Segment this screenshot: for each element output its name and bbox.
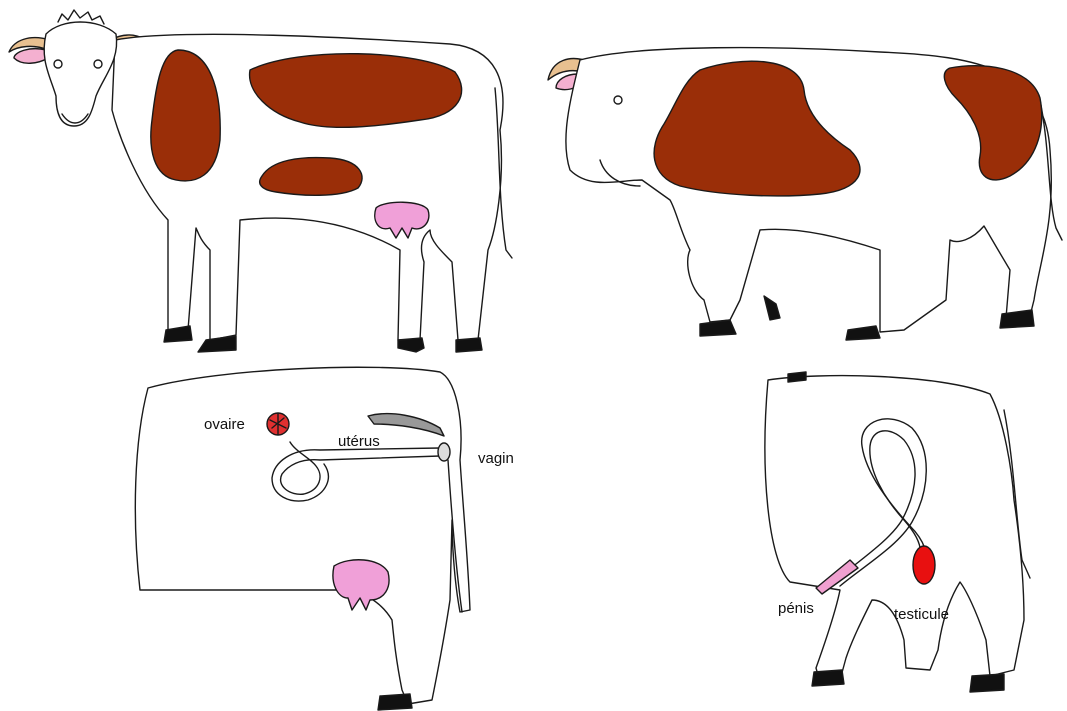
cow-hoof <box>456 338 482 352</box>
cow-illustration <box>9 10 512 352</box>
bull-hoof <box>700 320 736 336</box>
cow-hoof <box>398 338 424 352</box>
label-penis: pénis <box>778 600 814 617</box>
label-testicle: testicule <box>894 606 949 623</box>
cow-hindquarter-outline <box>135 367 470 704</box>
bull-hoof-bottom <box>788 372 806 382</box>
vagina-opening <box>438 443 450 461</box>
male-reproductive-system: pénis testicule <box>765 372 1030 692</box>
label-vagina: vagin <box>478 450 514 467</box>
bull-hoof-bottom <box>970 674 1004 692</box>
bull-hoof <box>1000 310 1034 328</box>
label-uterus: utérus <box>338 433 380 450</box>
cow-hoof <box>198 336 236 352</box>
cow-right-eye <box>94 60 102 68</box>
bull-hindquarter-outline <box>765 376 1024 682</box>
female-reproductive-system: ovaire utérus vagin <box>135 367 514 710</box>
label-ovary: ovaire <box>204 416 245 433</box>
bull-hoof-bottom <box>812 670 844 686</box>
cow-left-ear <box>14 49 48 64</box>
cow-left-eye <box>54 60 62 68</box>
bull-hoof <box>764 296 780 320</box>
bull-eye <box>614 96 622 104</box>
bull-illustration <box>548 48 1062 340</box>
cow-head <box>44 22 116 126</box>
cow-hoof-bottom <box>378 694 412 710</box>
bull-hoof <box>846 326 880 340</box>
testicle <box>913 546 935 584</box>
